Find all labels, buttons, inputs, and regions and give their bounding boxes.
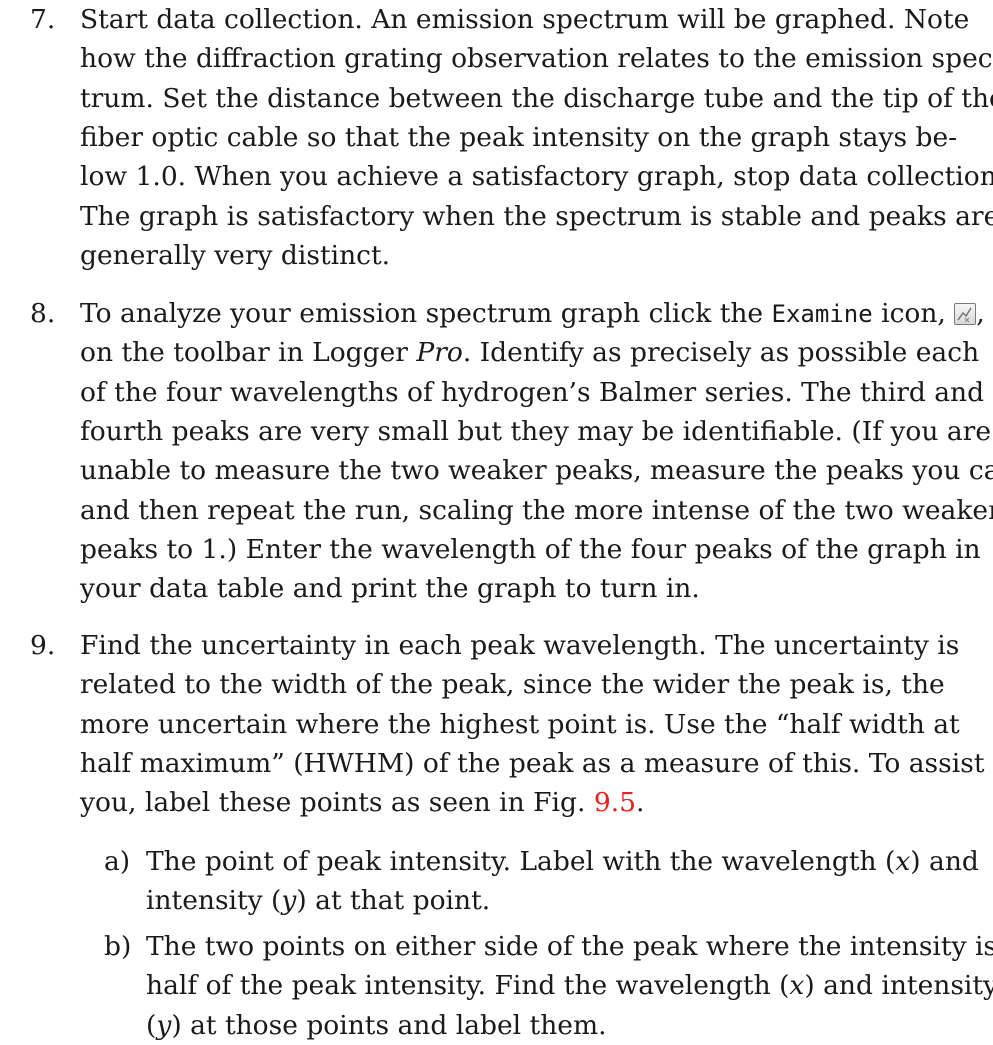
variable-x: x (789, 970, 805, 1002)
variable-y: y (156, 1009, 172, 1041)
text-fragment: icon, (872, 298, 955, 329)
text-line: half maximum” (HWHM) of the peak as a me… (80, 747, 985, 779)
text-line: To analyze your emission spectrum graph … (80, 294, 985, 334)
text-fragment: , (976, 298, 985, 329)
text-line: The graph is satisfactory when the spect… (80, 200, 993, 232)
variable-y: y (281, 885, 297, 917)
text-fragment: ( (146, 1009, 157, 1041)
step-number: 9. (30, 630, 56, 661)
text-line: fiber optic cable so that the peak inten… (80, 121, 958, 153)
text-line: on the toolbar in Logger Pro. Identify a… (80, 333, 979, 372)
text-fragment: ) and intensity (804, 970, 993, 1002)
text-line: The point of peak intensity. Label with … (146, 842, 979, 881)
text-line: Start data collection. An emission spect… (80, 4, 970, 35)
examine-icon (954, 303, 977, 325)
text-line: fourth peaks are very small but they may… (80, 415, 992, 447)
text-line: more uncertain where the highest point i… (80, 708, 960, 740)
text-line: of the four wavelengths of hydrogen’s Ba… (80, 376, 985, 408)
text-line: you, label these points as seen in Fig. … (80, 783, 644, 822)
text-line: unable to measure the two weaker peaks, … (80, 455, 993, 487)
text-line: The two points on either side of the pea… (146, 931, 993, 962)
text-line: your data table and print the graph to t… (80, 573, 700, 605)
text-line: Find the uncertainty in each peak wavele… (80, 630, 960, 661)
text-line: intensity (y) at that point. (146, 881, 490, 920)
text-fragment: . Identify as precisely as possible each (462, 337, 980, 369)
examine-command: Examine (771, 300, 873, 328)
text-fragment: ) at that point. (296, 885, 491, 917)
sub-step-label: b) (104, 931, 132, 962)
text-line: peaks to 1.) Enter the wavelength of the… (80, 533, 981, 565)
text-fragment: intensity ( (146, 885, 282, 917)
logger-pro-italic: Pro (416, 337, 463, 369)
text-line: and then repeat the run, scaling the mor… (80, 494, 993, 526)
text-line: how the diffraction grating observation … (80, 43, 993, 75)
sub-step-label: a) (104, 846, 131, 877)
text-fragment: half of the peak intensity. Find the wav… (146, 970, 790, 1002)
text-fragment: ) and (910, 846, 979, 877)
text-line: trum. Set the distance between the disch… (80, 82, 993, 114)
step-number: 7. (30, 4, 56, 35)
text-line: low 1.0. When you achieve a satisfactory… (80, 161, 993, 193)
variable-x: x (895, 846, 911, 877)
text-fragment: you, label these points as seen in Fig. (80, 787, 594, 819)
text-fragment: on the toolbar in Logger (80, 337, 417, 369)
text-line: (y) at those points and label them. (146, 1006, 607, 1045)
text-line: generally very distinct. (80, 239, 391, 271)
text-fragment: ) at those points and label them. (171, 1009, 607, 1041)
text-fragment: . (635, 787, 645, 819)
text-line: half of the peak intensity. Find the wav… (146, 966, 993, 1005)
text-line: related to the width of the peak, since … (80, 669, 945, 701)
step-number: 8. (30, 298, 56, 329)
text-fragment: To analyze your emission spectrum graph … (80, 298, 772, 329)
text-fragment: The point of peak intensity. Label with … (146, 846, 896, 877)
figure-link[interactable]: 9.5 (593, 787, 636, 819)
